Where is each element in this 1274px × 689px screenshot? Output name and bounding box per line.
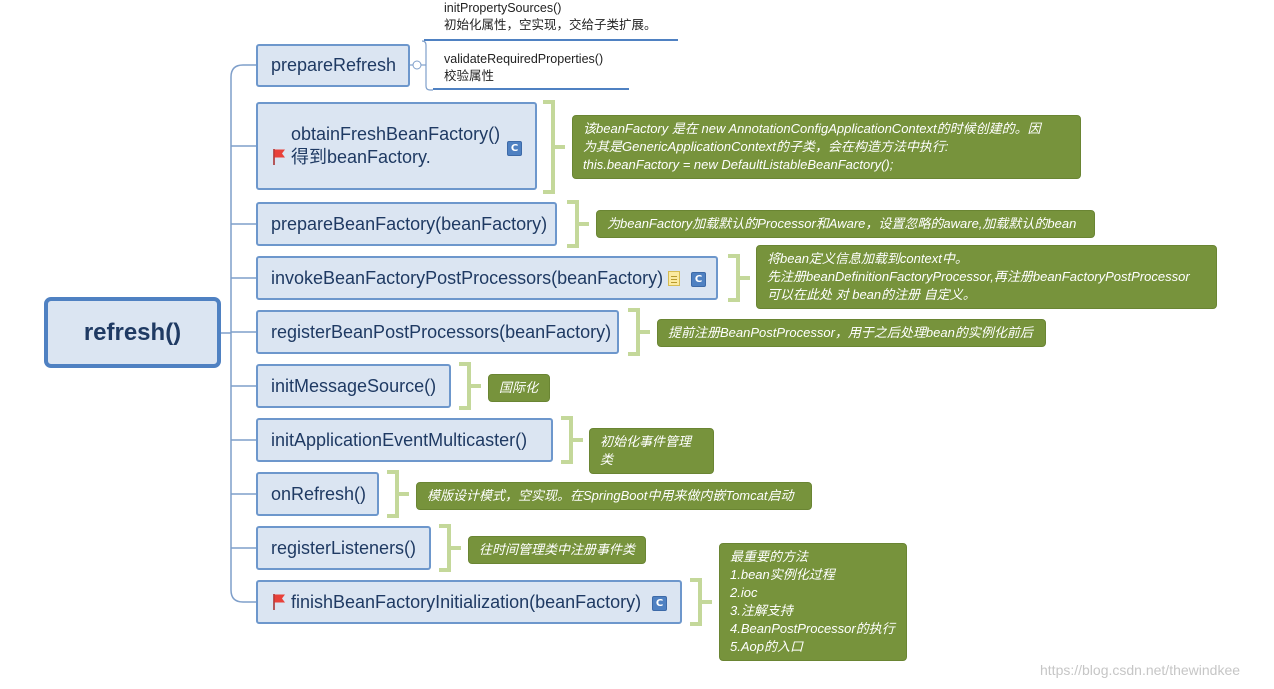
step-label-line1: obtainFreshBeanFactory() bbox=[291, 124, 501, 144]
subtopic-underline bbox=[424, 39, 678, 41]
step-label: registerListeners() bbox=[271, 537, 417, 558]
note-line: 初始化事件管理类 bbox=[600, 434, 692, 467]
red-flag-icon bbox=[273, 594, 285, 610]
note-register-listeners: 往时间管理类中注册事件类 bbox=[468, 536, 646, 564]
root-node-refresh[interactable]: refresh() bbox=[44, 297, 221, 368]
step-label: prepareRefresh bbox=[271, 55, 397, 75]
step-label: prepareBeanFactory(beanFactory) bbox=[271, 213, 548, 234]
note-line: 1.bean实例化过程 bbox=[730, 567, 835, 582]
note-invoke-bean-factory-post-processors: 将bean定义信息加载到context中。 先注册beanDefinitionF… bbox=[756, 245, 1217, 309]
note-line: 5.Aop的入口 bbox=[730, 639, 803, 654]
step-prepare-refresh[interactable]: prepareRefresh bbox=[256, 44, 410, 87]
note-finish-bean-factory-initialization: 最重要的方法 1.bean实例化过程 2.ioc 3.注解支持 4.BeanPo… bbox=[719, 543, 907, 661]
watermark: https://blog.csdn.net/thewindkee bbox=[1040, 662, 1241, 678]
step-label: initMessageSource() bbox=[271, 375, 437, 396]
step-label: initApplicationEventMulticaster() bbox=[271, 429, 528, 450]
c-marker-icon: C bbox=[652, 596, 667, 611]
c-marker-icon: C bbox=[691, 272, 706, 287]
step-finish-bean-factory-initialization[interactable]: finishBeanFactoryInitialization(beanFact… bbox=[256, 580, 682, 624]
c-marker-icon: C bbox=[507, 141, 522, 156]
note-line: 将bean定义信息加载到context中。 bbox=[767, 251, 968, 266]
red-flag-icon bbox=[273, 149, 285, 165]
step-on-refresh[interactable]: onRefresh() bbox=[256, 472, 379, 516]
note-obtain-fresh-bean-factory: 该beanFactory 是在 new AnnotationConfigAppl… bbox=[572, 115, 1081, 179]
step-label: invokeBeanFactoryPostProcessors(beanFact… bbox=[271, 267, 664, 288]
root-label: refresh() bbox=[83, 318, 182, 346]
note-line: 为其是GenericApplicationContext的子类，会在构造方法中执… bbox=[583, 139, 949, 154]
note-line: 先注册beanDefinitionFactoryProcessor,再注册bea… bbox=[767, 269, 1190, 284]
note-register-bean-post-processors: 提前注册BeanPostProcessor，用于之后处理bean的实例化前后 bbox=[657, 319, 1046, 347]
step-invoke-bean-factory-post-processors[interactable]: invokeBeanFactoryPostProcessors(beanFact… bbox=[256, 256, 718, 300]
step-init-application-event-multicaster[interactable]: initApplicationEventMulticaster() bbox=[256, 418, 553, 462]
step-label-line2: 得到beanFactory. bbox=[291, 147, 431, 167]
note-line: 2.ioc bbox=[730, 585, 758, 600]
note-line: 模版设计模式，空实现。在SpringBoot中用来做内嵌Tomcat启动 bbox=[427, 488, 794, 503]
note-init-application-event-multicaster: 初始化事件管理类 bbox=[589, 428, 714, 474]
note-line: 3.注解支持 bbox=[730, 603, 793, 618]
note-line: this.beanFactory = new DefaultListableBe… bbox=[583, 157, 894, 172]
note-init-message-source: 国际化 bbox=[488, 374, 550, 402]
note-line: 为beanFactory加载默认的Processor和Aware，设置忽略的aw… bbox=[607, 216, 1077, 231]
step-label: onRefresh() bbox=[271, 483, 367, 504]
step-prepare-bean-factory[interactable]: prepareBeanFactory(beanFactory) bbox=[256, 202, 557, 246]
note-prepare-bean-factory: 为beanFactory加载默认的Processor和Aware，设置忽略的aw… bbox=[596, 210, 1095, 238]
note-line: 4.BeanPostProcessor的执行 bbox=[730, 621, 895, 636]
note-on-refresh: 模版设计模式，空实现。在SpringBoot中用来做内嵌Tomcat启动 bbox=[416, 482, 812, 510]
subtopic-validate-required-properties[interactable]: validateRequiredProperties() 校验属性 bbox=[444, 51, 603, 85]
subtopic-title: validateRequiredProperties() bbox=[444, 52, 604, 66]
step-obtain-fresh-bean-factory[interactable]: obtainFreshBeanFactory() 得到beanFactory. … bbox=[256, 102, 537, 190]
note-line: 可以在此处 对 bean的注册 自定义。 bbox=[767, 287, 976, 302]
step-init-message-source[interactable]: initMessageSource() bbox=[256, 364, 451, 408]
step-label: finishBeanFactoryInitialization(beanFact… bbox=[291, 591, 642, 612]
subtopic-desc: 初始化属性，空实现，交给子类扩展。 bbox=[444, 18, 657, 32]
step-register-bean-post-processors[interactable]: registerBeanPostProcessors(beanFactory) bbox=[256, 310, 619, 354]
note-line: 往时间管理类中注册事件类 bbox=[479, 542, 636, 557]
subtopic-underline bbox=[433, 88, 629, 90]
subtopic-title: initPropertySources() bbox=[444, 1, 562, 15]
note-line: 该beanFactory 是在 new AnnotationConfigAppl… bbox=[583, 121, 1041, 136]
subtopic-desc: 校验属性 bbox=[444, 69, 495, 83]
subtopic-init-property-sources[interactable]: initPropertySources() 初始化属性，空实现，交给子类扩展。 bbox=[444, 0, 657, 34]
step-register-listeners[interactable]: registerListeners() bbox=[256, 526, 431, 570]
note-line: 提前注册BeanPostProcessor，用于之后处理bean的实例化前后 bbox=[668, 325, 1033, 340]
note-icon bbox=[668, 271, 680, 286]
step-label: registerBeanPostProcessors(beanFactory) bbox=[271, 321, 612, 342]
note-line: 国际化 bbox=[499, 380, 539, 395]
note-line: 最重要的方法 bbox=[730, 549, 809, 564]
